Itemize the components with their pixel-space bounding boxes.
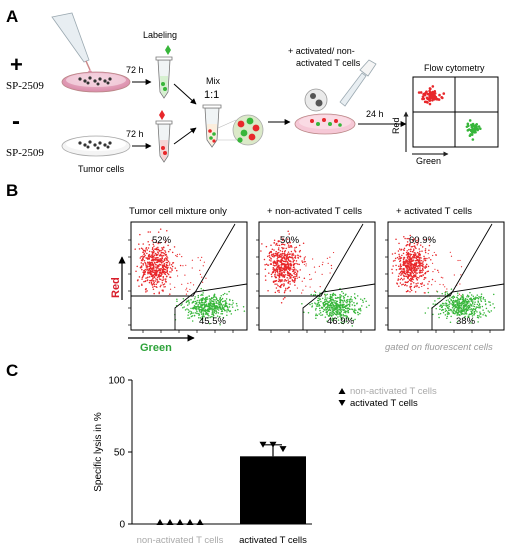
- drug-label-top: SP-2509: [6, 80, 44, 92]
- data-point-down: [269, 441, 277, 448]
- drug-label-bottom: SP-2509: [6, 147, 44, 159]
- data-point-up: [196, 519, 204, 525]
- time-label-bottom: 72 h: [126, 129, 144, 139]
- flow-title: Flow cytometry: [424, 63, 485, 73]
- y-tick-label: 50: [114, 448, 126, 459]
- culture-dish-bottom-icon: [61, 135, 131, 157]
- red-percent: 50%: [280, 235, 300, 246]
- panel-b: B Tumor cell mixture only 52% 45.5% + non-a…: [6, 181, 505, 354]
- flow-plot-frame: [130, 221, 248, 331]
- red-population: [134, 228, 207, 297]
- legend-label: non-activated T cells: [350, 386, 437, 397]
- panel-a: A + SP-2509 - SP-2509: [6, 7, 499, 174]
- red-percent: 60.9%: [409, 235, 436, 246]
- tumor-cells-label: Tumor cells: [78, 164, 125, 174]
- tube-red-icon: [155, 110, 173, 163]
- minus-sign: -: [12, 108, 20, 135]
- pipette-drug-icon: [51, 12, 92, 74]
- legend-label: activated T cells: [350, 398, 418, 409]
- green-population: [424, 288, 496, 324]
- flow-plot-title: + activated T cells: [396, 206, 472, 217]
- data-point-up: [186, 519, 194, 525]
- data-point-up: [156, 519, 164, 525]
- panel-label-a: A: [6, 7, 18, 26]
- data-point-up: [176, 519, 184, 525]
- y-tick-label: 0: [119, 520, 125, 531]
- red-dye-drop-icon: [159, 110, 165, 120]
- schematic-axis-green: Green: [416, 156, 441, 166]
- labeling-label: Labeling: [143, 30, 177, 40]
- gated-note: gated on fluorescent cells: [385, 342, 493, 353]
- gate-red: [131, 223, 236, 297]
- bar-2: [240, 456, 306, 524]
- culture-dish-top-icon: [61, 71, 131, 93]
- ratio-label: 1:1: [204, 89, 219, 101]
- gate-green: [431, 283, 505, 330]
- gate-green: [302, 283, 376, 330]
- gate-red: [388, 223, 493, 297]
- time-label-incubation: 24 h: [366, 109, 384, 119]
- gate-green: [174, 283, 248, 330]
- data-point-up: [166, 519, 174, 525]
- green-percent: 38%: [456, 316, 476, 327]
- data-point-down: [279, 446, 287, 453]
- data-point-down: [259, 441, 267, 448]
- x-tick-label: activated T cells: [239, 535, 307, 546]
- green-population: [174, 287, 246, 326]
- red-population: [391, 234, 463, 298]
- red-population: [260, 230, 335, 304]
- flow-plot-2: + non-activated T cells 50% 46.9%: [256, 206, 376, 333]
- y-axis-label: Specific lysis in %: [93, 412, 104, 492]
- flow-plot-title: Tumor cell mixture only: [129, 206, 227, 217]
- incubation-dish-icon: [294, 88, 356, 135]
- y-tick-label: 100: [108, 376, 125, 387]
- tube-mixed-icon: [202, 104, 222, 148]
- flow-plot-title: + non-activated T cells: [267, 206, 362, 217]
- tcells-label-line2: activated T cells: [296, 58, 361, 68]
- flow-plot-frame: [258, 221, 376, 331]
- flow-schematic: [412, 76, 499, 148]
- x-tick-label: non-activated T cells: [137, 535, 224, 546]
- green-percent: 45.5%: [199, 316, 226, 327]
- schematic-axis-red: Red: [391, 117, 401, 134]
- flow-axis-green: Green: [140, 342, 172, 354]
- green-percent: 46.9%: [327, 316, 354, 327]
- legend-marker: [338, 400, 346, 406]
- mixed-cells-zoom-icon: [217, 114, 264, 146]
- gate-red: [259, 223, 364, 297]
- tube-green-icon: [155, 45, 173, 99]
- legend-marker: [338, 388, 346, 394]
- mix-label: Mix: [206, 76, 220, 86]
- flow-plot-3: + activated T cells 60.9% 38%: [385, 206, 505, 333]
- flow-axis-red: Red: [110, 277, 122, 298]
- tcells-label-line1: + activated/ non-: [288, 46, 355, 56]
- green-dye-drop-icon: [165, 45, 171, 55]
- pipette-tcells-icon: [339, 59, 377, 107]
- plus-sign: +: [10, 52, 23, 77]
- green-population: [301, 287, 370, 327]
- red-percent: 52%: [152, 235, 172, 246]
- time-label-top: 72 h: [126, 65, 144, 75]
- flow-plot-1: Tumor cell mixture only 52% 45.5%: [128, 206, 248, 333]
- panel-label-b: B: [6, 181, 18, 200]
- panel-label-c: C: [6, 361, 18, 380]
